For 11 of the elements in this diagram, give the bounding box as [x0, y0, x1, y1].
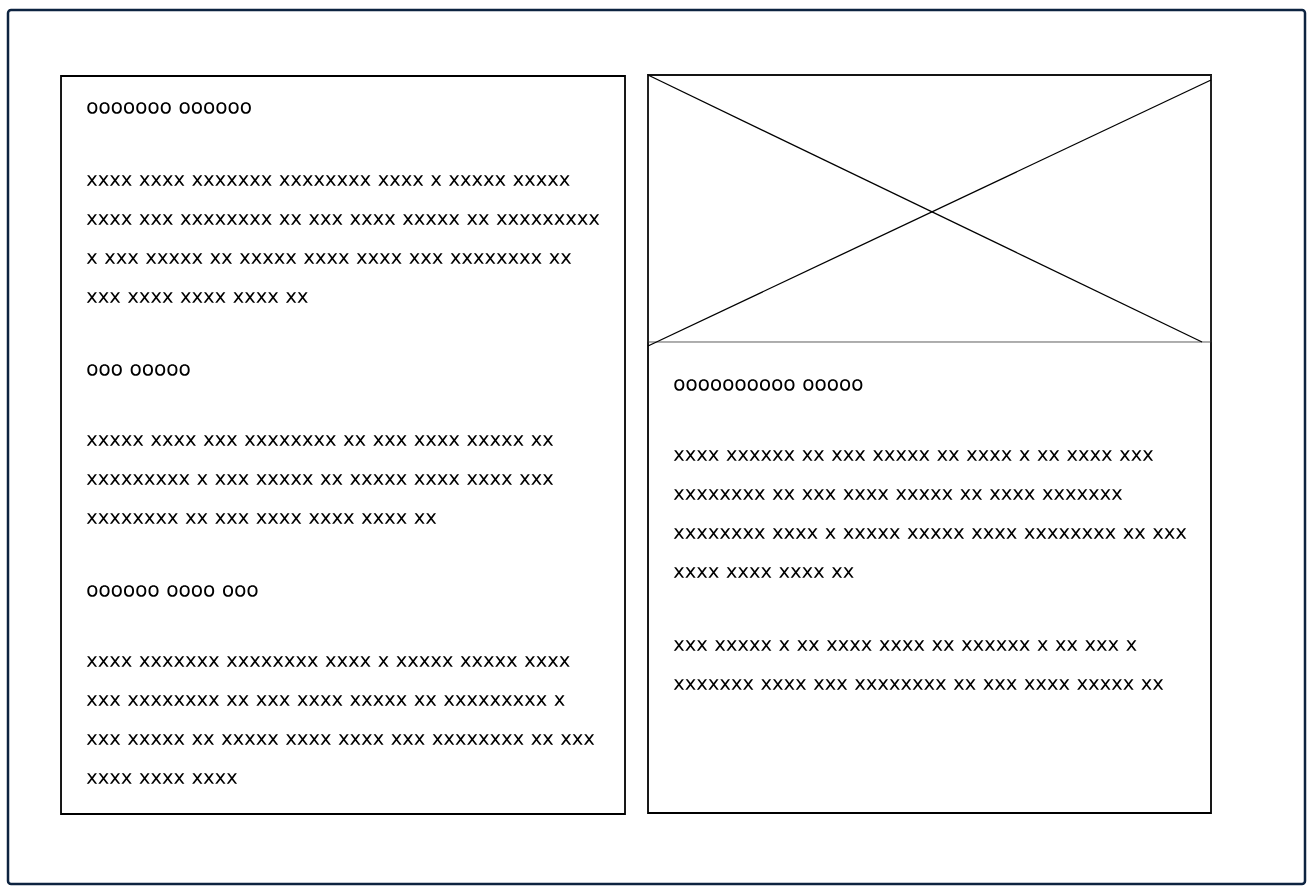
page-frame — [6, 8, 1307, 886]
paragraph: xxx xxxxx x xx xxxx xxxx xx xxxxxx x xx xxx x xxxxxxx xxxx xxx xxxxxxxx xx xxx xxxx xxxxx xx — [673, 640, 1164, 690]
heading: ooo ooooo — [87, 364, 190, 376]
heading: ooooooo oooooo — [87, 102, 251, 114]
heading: oooooooooo ooooo — [674, 379, 863, 391]
heading: oooooo oooo ooo — [87, 585, 258, 597]
paragraph: xxxx xxxxxx xx xxx xxxxx xx xxxx x xx xxxx xxx xxxxxxxx xx xxx xxxx xxxxx xx xxxx xxxxxxx xxxxxxxx xxxx x xxxxx xxxxx xxxx xxxxxxxx xx xxx xxxx xxxx xxxx xx — [673, 450, 1187, 578]
paragraph: xxxxx xxxx xxx xxxxxxxx xx xxx xxxx xxxxx xx xxxxxxxxx x xxx xxxxx xx xxxxx xxxx xxxx xxx xxxxxxxx xx xxx xxxx xxxx xxxx xx — [86, 435, 554, 524]
image-placeholder — [647, 74, 1212, 347]
paragraph: xxxx xxxx xxxxxxx xxxxxxxx xxxx x xxxxx xxxxx xxxx xxx xxxxxxxx xx xxx xxxx xxxxx xx xxxxxxxxx x xxx xxxxx xx xxxxx xxxx xxxx xxx xxxxxxxx xx xxx xxxx xxxx xxxx xx — [86, 175, 600, 303]
paragraph: xxxx xxxxxxx xxxxxxxx xxxx x xxxxx xxxxx xxxx xxx xxxxxxxx xx xxx xxxx xxxxx xx xxxxxxxxx x xxx xxxxx xx xxxxx xxxx xxxx xxx xxxxxxxx xx xxx xxxx xxxx xxxx — [86, 656, 595, 784]
